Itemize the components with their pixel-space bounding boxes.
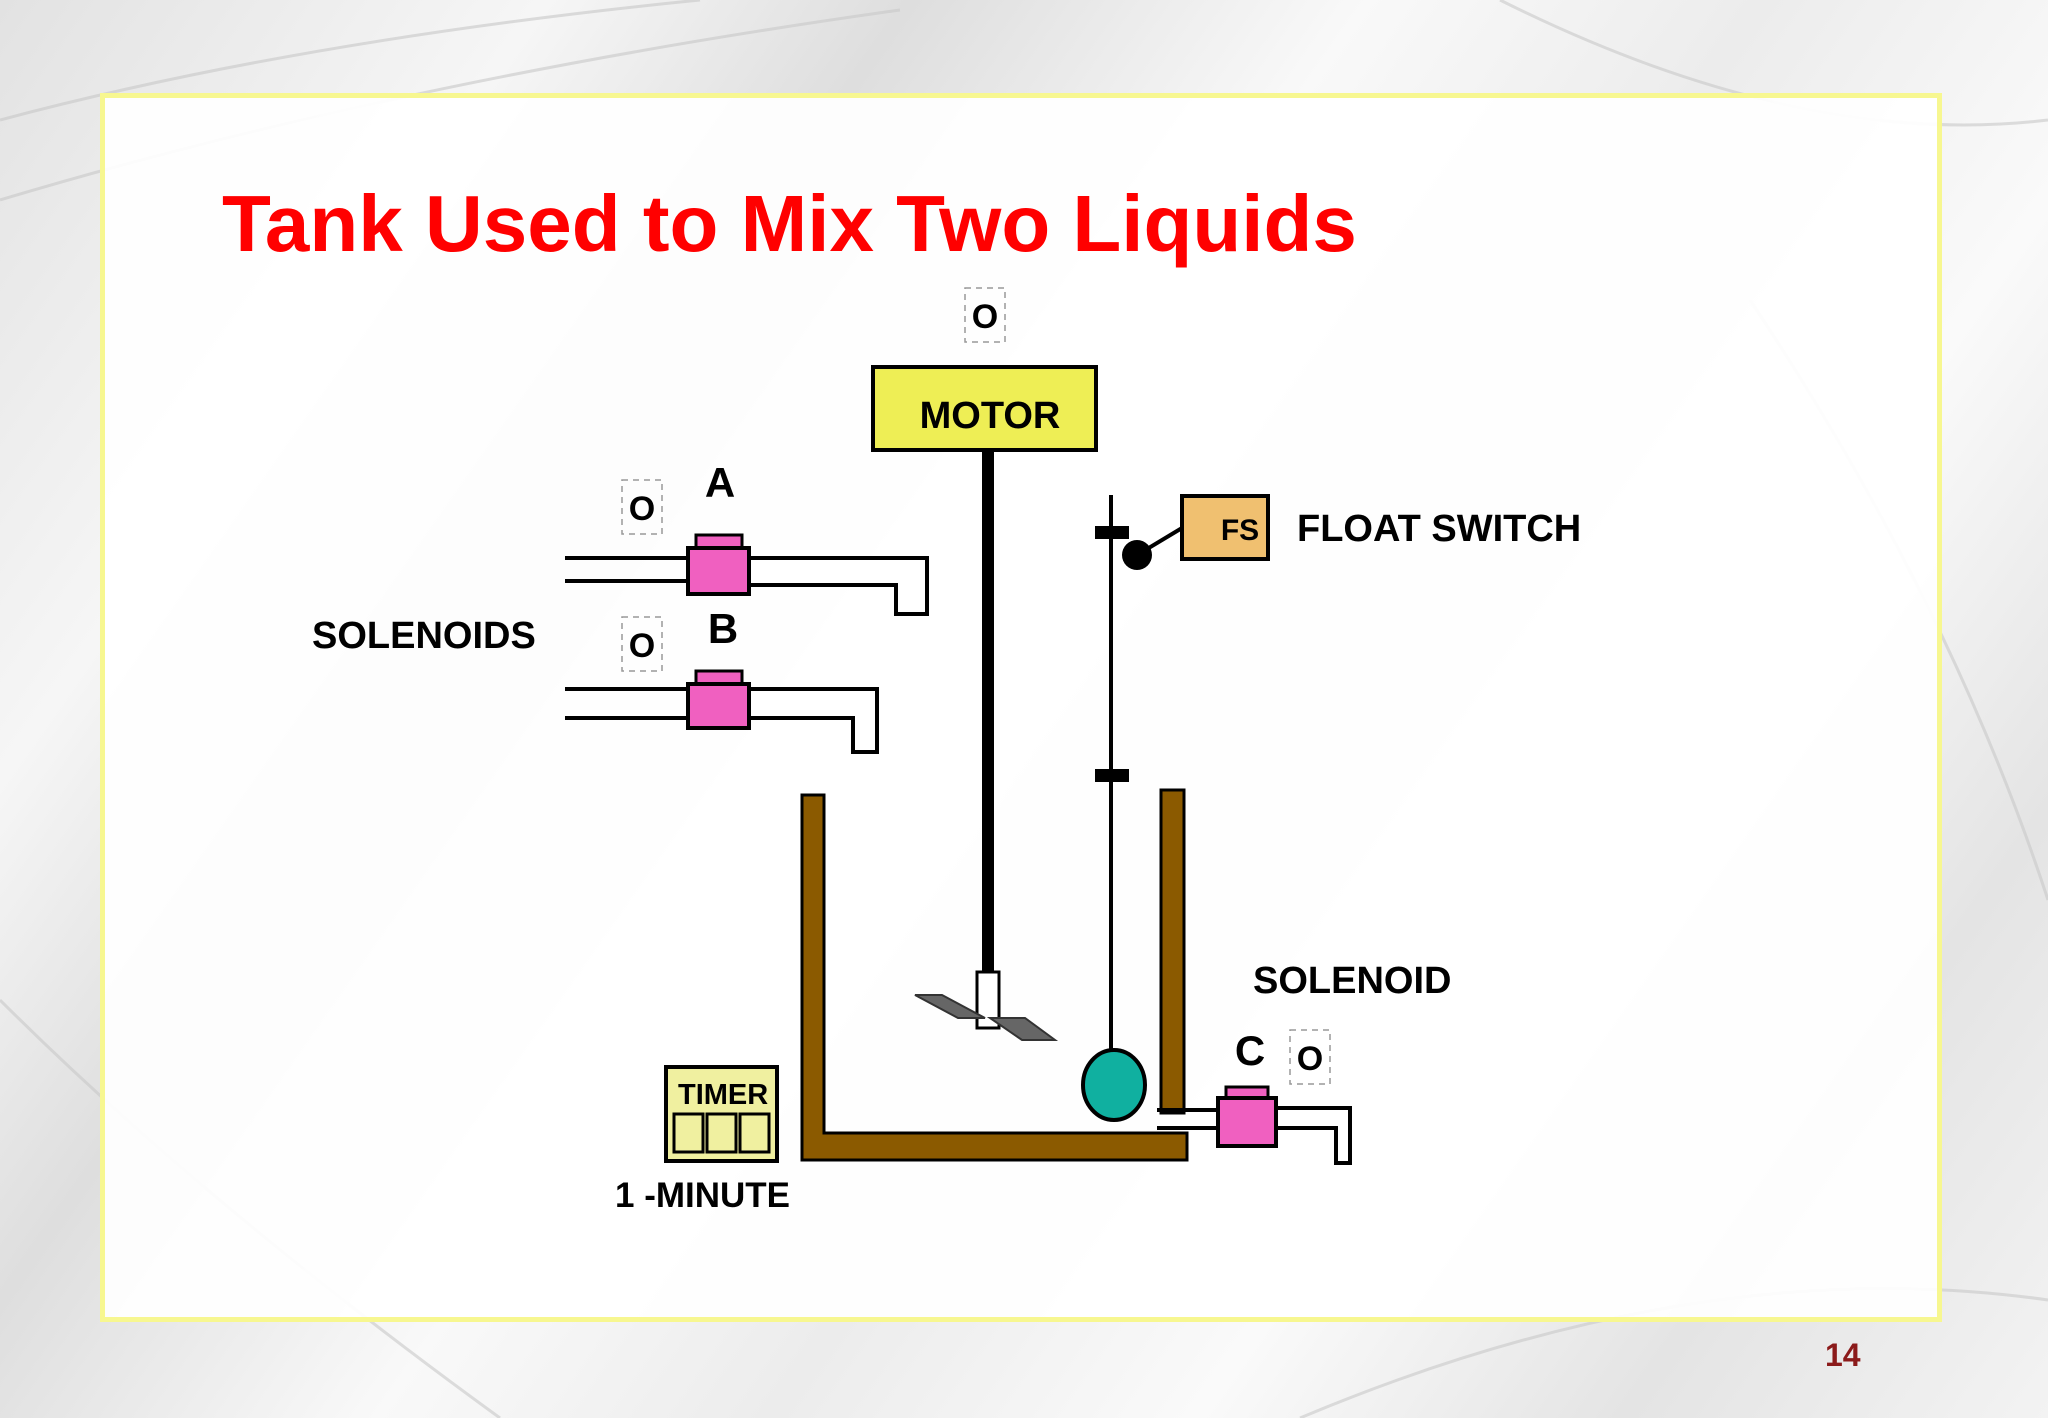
timer-setting: 1 -MINUTE	[615, 1176, 790, 1215]
tank-wall	[800, 793, 1189, 1162]
timer-display	[672, 1112, 771, 1154]
slide-title: Tank Used to Mix Two Liquids	[222, 179, 1357, 268]
solenoid-a-indicator: O	[621, 479, 663, 535]
svg-text:O: O	[629, 627, 655, 665]
motor-label: MOTOR	[920, 395, 1061, 437]
page-number: 14	[1825, 1337, 1861, 1373]
solenoid-a-label: A	[705, 459, 735, 506]
float-switch-box	[1180, 494, 1270, 561]
float-switch-label: FLOAT SWITCH	[1297, 508, 1581, 550]
slide-frame	[100, 93, 1942, 1322]
float-switch-link	[1135, 526, 1184, 557]
svg-text:O: O	[972, 298, 998, 336]
svg-text:O: O	[629, 490, 655, 528]
agitator-blade-right	[986, 1017, 1059, 1041]
solenoid-c-valve	[1157, 1085, 1352, 1165]
solenoids-label: SOLENOIDS	[312, 615, 536, 657]
float-stop-upper	[1095, 526, 1129, 539]
float-ball	[1081, 1048, 1147, 1122]
solenoid-b-label: B	[708, 605, 738, 652]
solenoid-c-label: C	[1235, 1027, 1265, 1074]
tank-wall-right	[1159, 788, 1186, 1115]
float-switch-box-label: FS	[1221, 514, 1259, 547]
agitator-shaft	[982, 450, 994, 975]
svg-text:O: O	[1297, 1040, 1323, 1078]
agitator-blade-left	[914, 994, 986, 1019]
agitator-hub	[975, 970, 1001, 1030]
motor-indicator: O	[964, 287, 1006, 343]
solenoid-label: SOLENOID	[1253, 960, 1451, 1002]
solenoid-b-valve	[565, 669, 879, 754]
solenoid-c-indicator: O	[1289, 1029, 1331, 1085]
float-stop-lower	[1095, 769, 1129, 782]
timer-label: TIMER	[678, 1079, 768, 1111]
solenoid-a-valve	[565, 533, 929, 616]
solenoid-b-indicator: O	[621, 616, 663, 672]
